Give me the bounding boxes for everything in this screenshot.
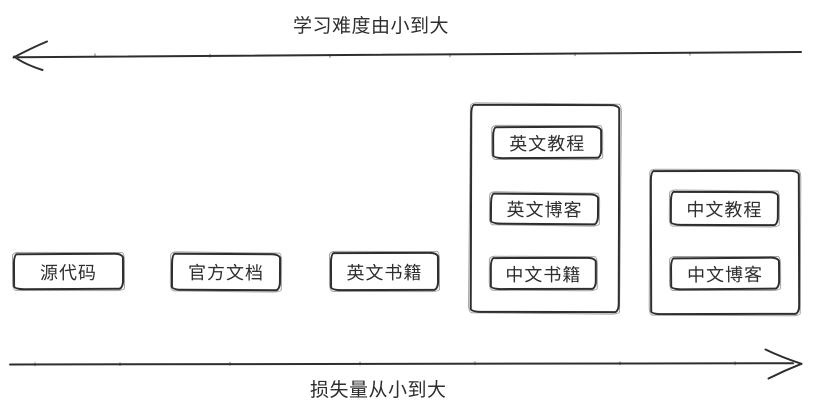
box-official-docs: 官方文档 xyxy=(170,252,282,292)
box-label: 英文博客 xyxy=(506,199,583,222)
box-label: 中文博客 xyxy=(687,264,764,286)
box-english-tutorials: 英文教程 xyxy=(492,125,603,160)
box-label: 中文教程 xyxy=(686,199,763,221)
arrow-left-icon xyxy=(12,40,802,71)
box-label: 中文书籍 xyxy=(505,264,582,286)
box-label: 源代码 xyxy=(39,262,98,284)
bottom-axis-label: 损失量从小到大 xyxy=(310,379,447,401)
box-english-books: 英文书籍 xyxy=(329,251,440,292)
box-source-code: 源代码 xyxy=(12,252,125,291)
box-label: 官方文档 xyxy=(187,262,265,285)
group-box-2: 中文教程 中文博客 xyxy=(649,169,801,316)
box-english-blogs: 英文博客 xyxy=(489,192,600,226)
box-chinese-tutorials: 中文教程 xyxy=(669,190,779,227)
box-label: 英文书籍 xyxy=(346,262,423,284)
group-box-1: 英文教程 英文博客 中文书籍 xyxy=(469,103,621,314)
top-axis-label: 学习难度由小到大 xyxy=(293,15,450,37)
box-chinese-blogs: 中文博客 xyxy=(669,256,781,291)
box-chinese-books: 中文书籍 xyxy=(489,256,597,291)
box-label: 英文教程 xyxy=(509,133,586,155)
